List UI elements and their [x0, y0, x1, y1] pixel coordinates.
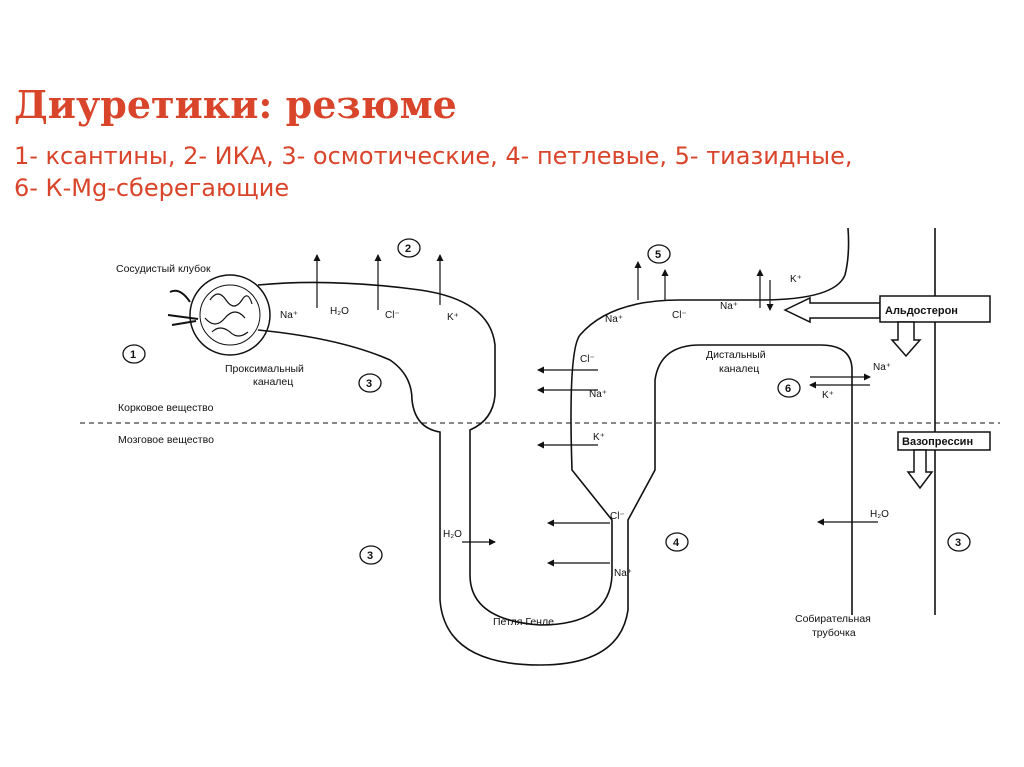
subtitle-line-1: 1- ксантины, 2- ИКА, 3- осмотические, 4-…: [14, 142, 853, 170]
marker-4: 4: [665, 532, 689, 552]
collecting-label-2: трубочка: [812, 627, 856, 639]
ion-label: Na⁺: [589, 389, 607, 400]
ion-label: Na⁺: [873, 362, 891, 373]
marker-6: 6: [777, 378, 801, 398]
proximal-label-2: каналец: [253, 376, 293, 388]
svg-text:1: 1: [130, 349, 136, 361]
ion-label: Cl⁻: [672, 310, 687, 321]
distal-label-1: Дистальный: [706, 349, 766, 361]
marker-3-collecting: 3: [947, 532, 971, 552]
svg-text:3: 3: [955, 537, 961, 549]
loop-label: Петля Генле: [493, 616, 554, 628]
medulla-label: Мозговое вещество: [118, 434, 214, 446]
ion-label: K⁺: [790, 274, 802, 285]
glomerulus: [167, 274, 271, 356]
svg-text:3: 3: [366, 378, 372, 390]
svg-text:5: 5: [655, 249, 661, 261]
marker-1: 1: [122, 344, 146, 364]
ion-label: Na⁺: [720, 301, 738, 312]
ion-label: H₂O: [870, 509, 889, 520]
cortex-label: Корковое вещество: [118, 402, 214, 414]
transport-arrows: [313, 254, 878, 567]
tubule-inner-wall: [257, 329, 853, 666]
ion-label: Na⁺: [280, 310, 298, 321]
glomerulus-label: Сосудистый клубок: [116, 263, 211, 275]
proximal-label-1: Проксимальный: [225, 363, 304, 375]
svg-text:3: 3: [367, 550, 373, 562]
site-markers: 1 2 3 3 4 5 6 3: [122, 238, 971, 565]
collecting-label-1: Собирательная: [795, 613, 871, 625]
ion-label: K⁺: [447, 312, 459, 323]
ion-label: Cl⁻: [580, 354, 595, 365]
marker-5: 5: [647, 244, 671, 264]
ion-label: Na⁺: [605, 314, 623, 325]
subtitle-line-2: 6- К-Mg-сберегающие: [14, 174, 290, 202]
svg-text:4: 4: [673, 537, 680, 549]
vasopressin-label: Вазопрессин: [902, 436, 973, 448]
ion-label: K⁺: [822, 390, 834, 401]
vasopressin-arrow: [897, 431, 991, 490]
marker-2: 2: [397, 238, 421, 258]
svg-text:6: 6: [785, 383, 791, 395]
ion-label: H₂O: [443, 529, 462, 540]
ion-label: Cl⁻: [385, 310, 400, 321]
tubule-outer-wall: [257, 227, 850, 626]
aldosterone-label: Альдостерон: [885, 305, 958, 317]
nephron-tubule: [257, 227, 853, 666]
ion-label: K⁺: [593, 432, 605, 443]
svg-text:2: 2: [405, 243, 411, 255]
ion-label: Cl⁻: [610, 511, 625, 522]
ion-label: H₂O: [330, 306, 349, 317]
slide-title: Диуретики: резюме: [14, 82, 457, 127]
slide-subtitle: 1- ксантины, 2- ИКА, 3- осмотические, 4-…: [14, 140, 1014, 204]
aldosterone-arrow: [783, 295, 991, 358]
marker-3-medulla: 3: [359, 545, 383, 565]
distal-label-2: каналец: [719, 363, 759, 375]
marker-3-proximal: 3: [358, 373, 382, 393]
ion-label: Na⁺: [614, 568, 632, 579]
